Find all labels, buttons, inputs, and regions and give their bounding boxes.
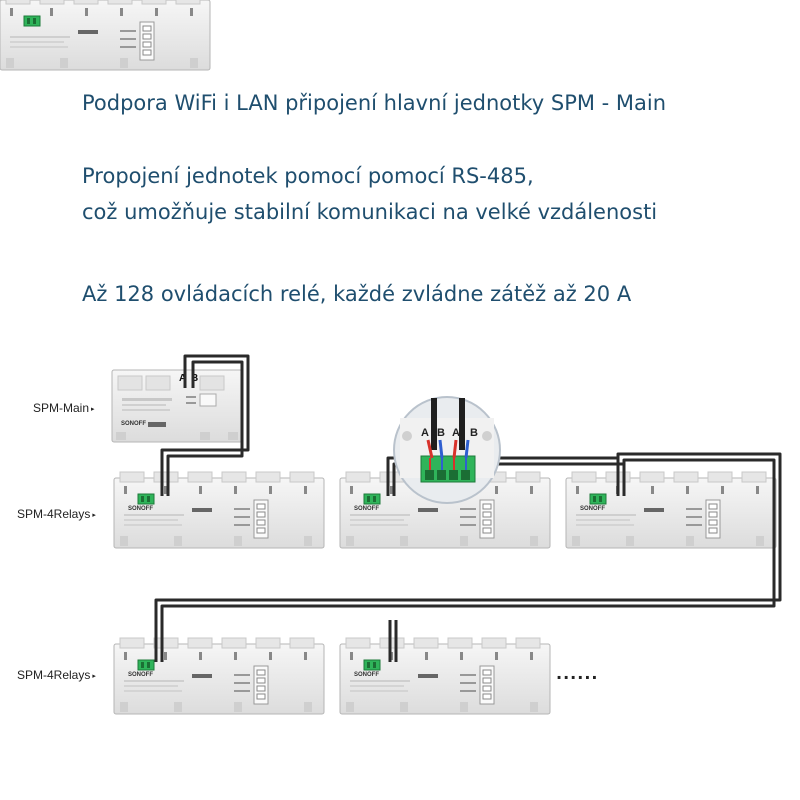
arrow-icon: ▸ [92, 672, 96, 680]
spm-4relays-label-row1-text: SPM-4Relays [17, 507, 91, 521]
spm-4relays-label-row2-text: SPM-4Relays [17, 668, 91, 682]
more-modules-ellipsis: ...... [556, 664, 599, 683]
spm-main-device: SONOFF [111, 369, 243, 443]
spm-main-label-text: SPM-Main [33, 401, 90, 415]
relay-brand-r1-3: SONOFF [580, 506, 605, 512]
zoom-terminal-label-1: A [421, 427, 429, 439]
relay-module-template [0, 0, 211, 71]
spm-4relays-label-row1: SPM-4Relays▸ [17, 507, 96, 521]
headline-stable-communication: což umožňuje stabilní komunikaci na velk… [82, 200, 658, 224]
zoom-terminal-label-3: A [452, 427, 460, 439]
terminal-zoom-callout: A B A B [393, 396, 501, 504]
zoom-terminal-label-4: B [470, 427, 478, 439]
relay-brand-r2-2: SONOFF [354, 672, 379, 678]
zoom-terminal-label-2: B [437, 427, 445, 439]
arrow-icon: ▸ [91, 405, 95, 413]
relay-module-brands: SONOFF SONOFF SONOFF SONOFF SONOFF [128, 506, 605, 678]
spm-4relays-label-row2: SPM-4Relays▸ [17, 668, 96, 682]
rs485-bus-wires [154, 354, 782, 662]
spm-main-terminal-a-label: A [179, 373, 186, 384]
arrow-icon: ▸ [92, 511, 96, 519]
spm-main-terminal-b-label: B [191, 373, 198, 384]
headline-relay-capacity: Až 128 ovládacích relé, každé zvládne zá… [82, 282, 632, 306]
headline-rs485: Propojení jednotek pomocí pomocí RS-485, [82, 164, 534, 188]
relay-brand-r1-1: SONOFF [128, 506, 153, 512]
headline-wifi-lan: Podpora WiFi i LAN připojení hlavní jedn… [82, 91, 667, 115]
relay-brand-r1-2: SONOFF [354, 506, 379, 512]
spm-main-brand: SONOFF [121, 421, 146, 427]
relay-brand-r2-1: SONOFF [128, 672, 153, 678]
spm-main-label: SPM-Main▸ [33, 401, 95, 415]
